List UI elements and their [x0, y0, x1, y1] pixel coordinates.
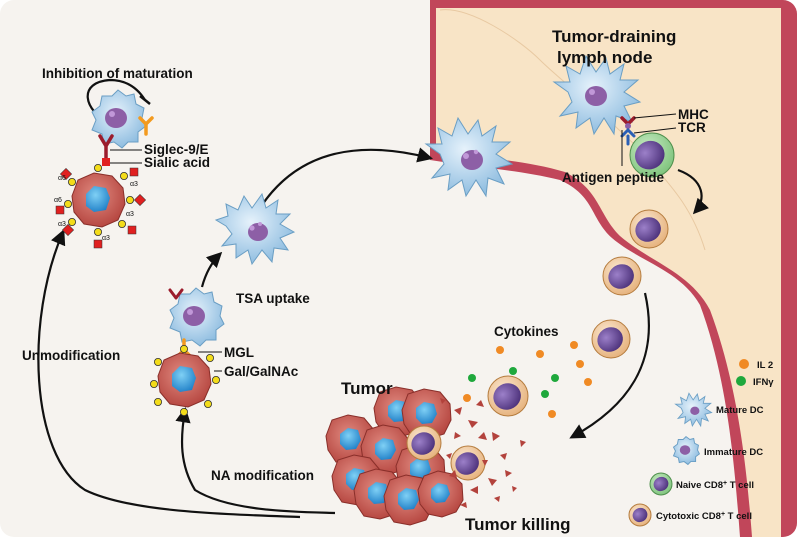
- link-label: α6: [58, 175, 66, 182]
- label-lymph-node-2: lymph node: [557, 48, 652, 67]
- tcr-leader: [633, 127, 677, 134]
- cytokine-ifng-dots: [468, 367, 559, 398]
- legend-cytotoxic-name: Cytotoxic CD8: [656, 511, 721, 522]
- label-inhibition: Inhibition of maturation: [42, 66, 193, 81]
- label-tumor-killing: Tumor killing: [465, 515, 570, 534]
- label-antigen-peptide: Antigen peptide: [562, 170, 664, 185]
- label-cytokines: Cytokines: [494, 324, 559, 339]
- siglec-receptor-small: [168, 288, 184, 300]
- sialic-acid-square: [102, 158, 110, 166]
- label-sialic-acid: Sialic acid: [144, 155, 210, 170]
- legend-mature-dc-icon: [674, 392, 713, 428]
- label-unmodification: Unmodification: [22, 348, 120, 363]
- arrow-lymph-to-tumor: [569, 292, 650, 439]
- arrow-dc-to-lymph-node: [261, 147, 433, 206]
- arrow-na-modification: [175, 406, 336, 515]
- cytotoxic-t-cell: [602, 256, 642, 296]
- cytokine-il2-dots: [463, 341, 592, 418]
- label-tcr: TCR: [678, 120, 706, 135]
- label-mgl: MGL: [224, 345, 254, 360]
- label-lymph-node-1: Tumor-draining: [552, 27, 676, 46]
- legend-cytotoxic-sup: +: [721, 511, 725, 518]
- legend-immature-dc-icon: [672, 435, 701, 466]
- cytotoxic-t-cell: [406, 425, 442, 461]
- arrow-unmodification: [37, 229, 301, 519]
- cytotoxic-t-cell: [629, 209, 669, 249]
- label-gal-galnac: Gal/GalNAc: [224, 364, 299, 379]
- legend-naive-suffix: T cell: [727, 480, 754, 491]
- dc-tsa-uptake: [214, 192, 296, 266]
- label-tumor: Tumor: [341, 379, 393, 398]
- receptor-orange-top: [138, 116, 154, 136]
- arrow-tsa-uptake-to-dc: [200, 251, 223, 288]
- link-label: α3: [126, 211, 134, 218]
- label-siglec: Siglec-9/E: [144, 142, 209, 157]
- legend-cytotoxic-t-icon: [628, 503, 652, 527]
- legend-ifng-swatch: [736, 376, 746, 386]
- label-mhc: MHC: [678, 107, 709, 122]
- legend-ifng-label: IFNγ: [753, 377, 774, 388]
- antigen-peptide-dot: [625, 123, 631, 129]
- tcr-molecule: [620, 127, 636, 146]
- legend-il2-swatch: [739, 359, 749, 369]
- legend: [628, 359, 749, 527]
- cytotoxic-t-cell: [450, 445, 486, 481]
- cytotoxic-t-cell: [591, 319, 631, 359]
- legend-immature-dc-label: Immature DC: [704, 447, 763, 458]
- text-labels: Inhibition of maturation Siglec-9/E Sial…: [22, 27, 774, 534]
- immature-dc-mgl: [169, 287, 225, 347]
- legend-il2-label: IL 2: [757, 360, 773, 371]
- legend-naive-name: Naive CD8: [676, 480, 723, 491]
- tumor-cluster: [325, 386, 464, 526]
- mature-dc-entering: [424, 116, 514, 198]
- link-label: α3: [58, 221, 66, 228]
- mature-dc-lymph: [552, 54, 642, 136]
- inhibition-bar: [139, 95, 151, 105]
- legend-naive-sup: +: [723, 480, 727, 487]
- legend-naive-t-icon: [649, 472, 673, 496]
- link-label: α6: [54, 197, 62, 204]
- legend-cytotoxic-suffix: T cell: [725, 511, 752, 522]
- label-tsa-uptake: TSA uptake: [236, 291, 310, 306]
- tumor-debris: [440, 398, 526, 508]
- arrow-naive-to-cytotoxic-1: [677, 168, 709, 215]
- tumor-cell-sialylated: α6 α6 α3 α3 α3 α3: [54, 164, 147, 249]
- naive-t-cell: [629, 132, 675, 178]
- legend-naive-t-label: Naive CD8+ T cell: [676, 480, 754, 492]
- legend-mature-dc-label: Mature DC: [716, 405, 764, 416]
- legend-cytotoxic-t-label: Cytotoxic CD8+ T cell: [656, 511, 752, 523]
- link-label: α3: [130, 181, 138, 188]
- cytotoxic-t-cell: [487, 375, 529, 417]
- tumor-cell-desialylated: [150, 345, 220, 416]
- link-label: α3: [102, 235, 110, 242]
- mhc-leader: [633, 113, 677, 119]
- siglec-receptor: [98, 134, 114, 162]
- label-na-modification: NA modification: [211, 468, 314, 483]
